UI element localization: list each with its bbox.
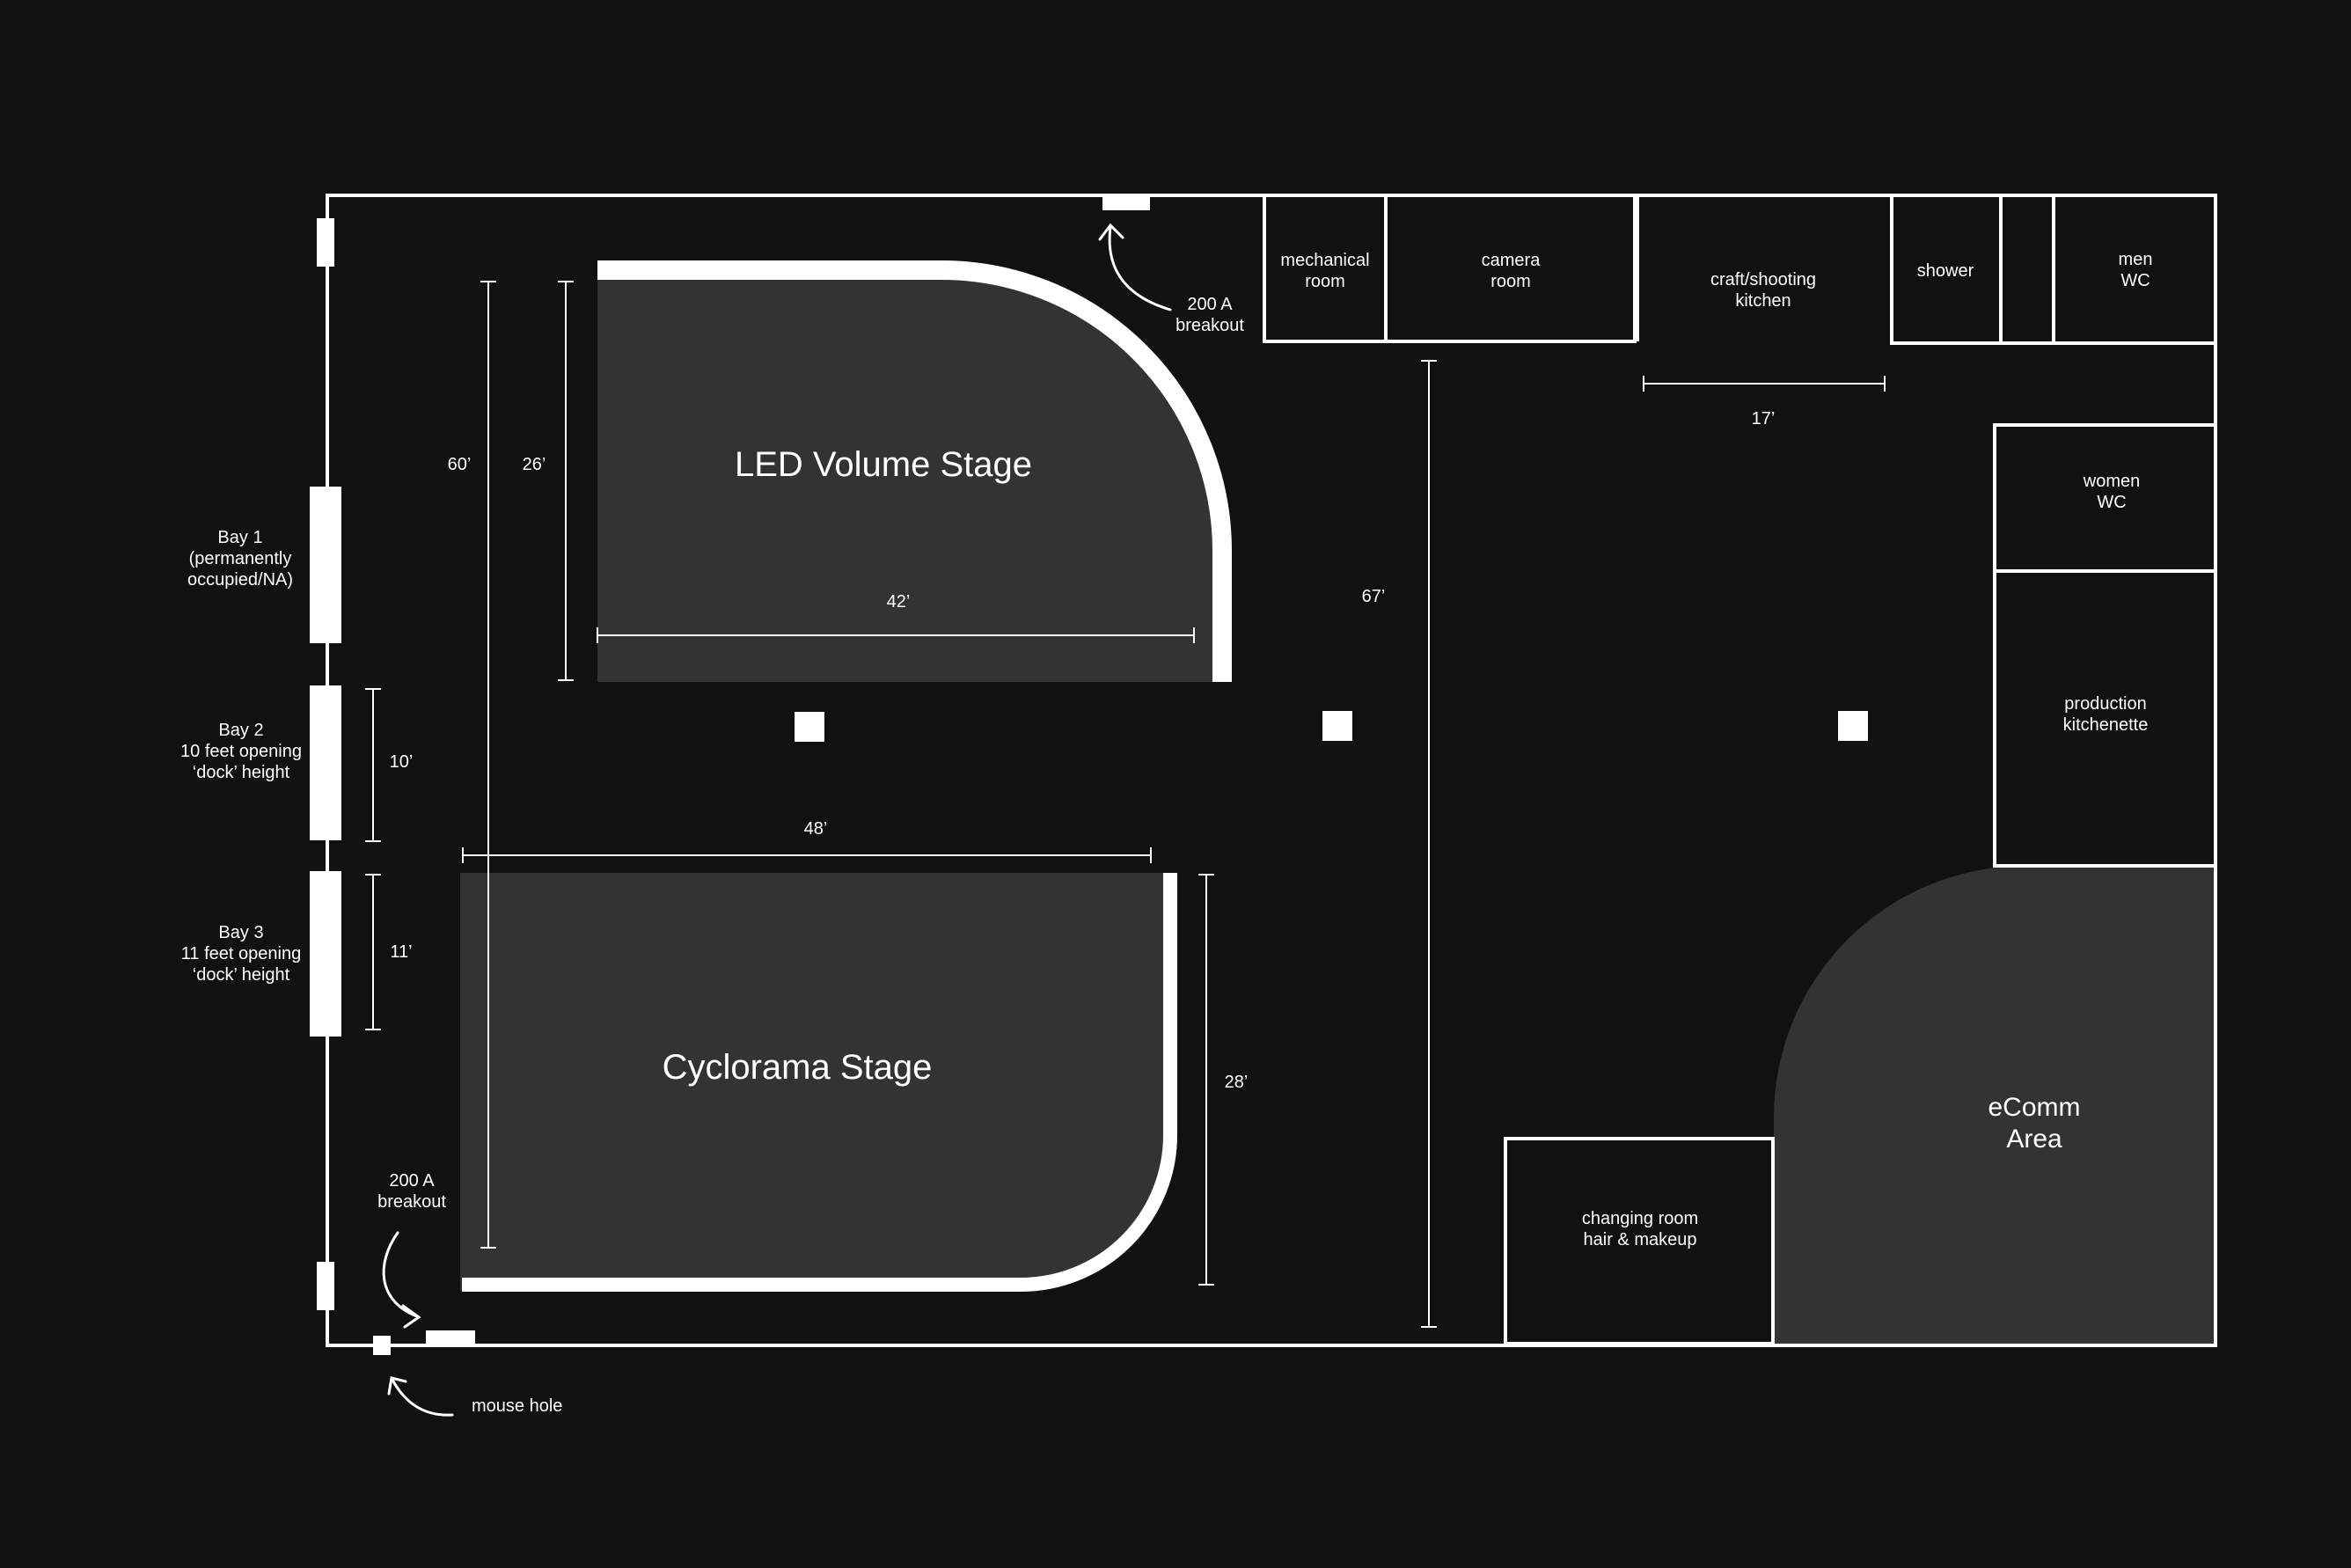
dimension-17 [1643,376,1886,392]
breakout-top-arrow [1098,223,1172,311]
dim-11-label: 11’ [390,942,412,962]
led-volume-stage [597,260,1232,682]
mechanical-room [1263,194,1388,343]
men-wc-room [2052,194,2217,345]
breakout-bottom-box [426,1330,475,1345]
bay-1-label-3: occupied/NA) [187,570,293,590]
bay-2-label-2: 10 feet opening [180,742,302,761]
dimension-48 [462,847,1152,863]
mouse-hole-marker [373,1336,391,1355]
breakout-top-label-2: breakout [1176,316,1244,335]
men-wc-label: men [2119,250,2153,269]
production-kitchenette-room [1993,569,2217,868]
dimension-60 [480,281,496,1249]
mechanical-room-label-2: room [1305,272,1345,291]
breakout-top-box [1102,195,1150,210]
bay-1-label: Bay 1 [217,528,262,547]
breakout-bottom-label-2: breakout [377,1192,446,1212]
led-stage-curved-wall [597,260,1232,682]
dim-26-label: 26’ [523,455,546,474]
ecomm-area [1774,866,2214,1344]
changing-room-label: changing room [1582,1209,1698,1228]
bay-2-door [310,685,341,840]
column-3 [1838,711,1868,741]
dim-60-label: 60’ [448,455,472,474]
dim-48-label: 48’ [804,819,828,839]
dimension-42 [597,627,1195,643]
cyc-stage-title: Cyclorama Stage [663,1048,933,1087]
ecomm-title: eComm [1988,1093,2080,1122]
bay-3-label: Bay 3 [218,923,263,942]
breakout-top-label: 200 A [1187,295,1233,314]
camera-room [1384,194,1637,343]
craft-kitchen-label-2: kitchen [1735,291,1791,311]
breakout-bottom-arrow [382,1231,421,1329]
women-wc-label-2: WC [2097,493,2126,512]
bay-3-door [310,871,341,1037]
ecomm-title-line2: Area [2006,1125,2062,1154]
dimension-67 [1421,360,1437,1328]
mouse-hole-label: mouse hole [472,1396,562,1416]
bay-1-label-2: (permanently [189,549,292,568]
women-wc-room [1993,423,2217,573]
breakout-bottom-label: 200 A [389,1171,435,1191]
changing-room [1504,1137,1775,1345]
mechanical-room-label: mechanical [1280,251,1369,270]
women-wc-label: women [2083,472,2140,491]
dim-42-label: 42’ [887,592,911,612]
craft-kitchen-label: craft/shooting [1710,270,1816,289]
camera-room-label-2: room [1490,272,1531,291]
bay-1-door [310,487,341,643]
production-kitchenette-label-2: kitchenette [2063,715,2149,735]
column-1 [795,712,824,742]
shower-label: shower [1917,261,1974,281]
dim-28-label: 28’ [1225,1073,1249,1092]
cyc-stage-curved-wall [462,873,1177,1292]
column-2 [1322,711,1352,741]
dim-67-label: 67’ [1362,587,1386,606]
bay-3-label-3: ‘dock’ height [193,965,290,985]
led-stage-title: LED Volume Stage [735,445,1032,484]
dimension-26 [558,281,574,681]
mouse-hole-arrow [387,1376,454,1417]
men-wc-label-2: WC [2120,271,2150,290]
camera-room-label: camera [1482,251,1542,270]
dimension-10 [365,688,381,842]
door-bottom-left [317,1262,334,1310]
bay-2-label-3: ‘dock’ height [193,763,290,782]
dimension-11 [365,874,381,1030]
dimension-28 [1198,874,1214,1286]
door-top-left [317,218,334,267]
changing-room-label-2: hair & makeup [1584,1230,1697,1249]
bay-3-label-2: 11 feet opening [181,944,301,964]
utility-closet [1999,194,2055,345]
cyclorama-stage [460,873,1170,1291]
production-kitchenette-label: production [2064,694,2146,714]
dim-10-label: 10’ [390,752,414,772]
dim-17-label: 17’ [1752,409,1776,429]
bay-2-label: Bay 2 [218,721,263,740]
